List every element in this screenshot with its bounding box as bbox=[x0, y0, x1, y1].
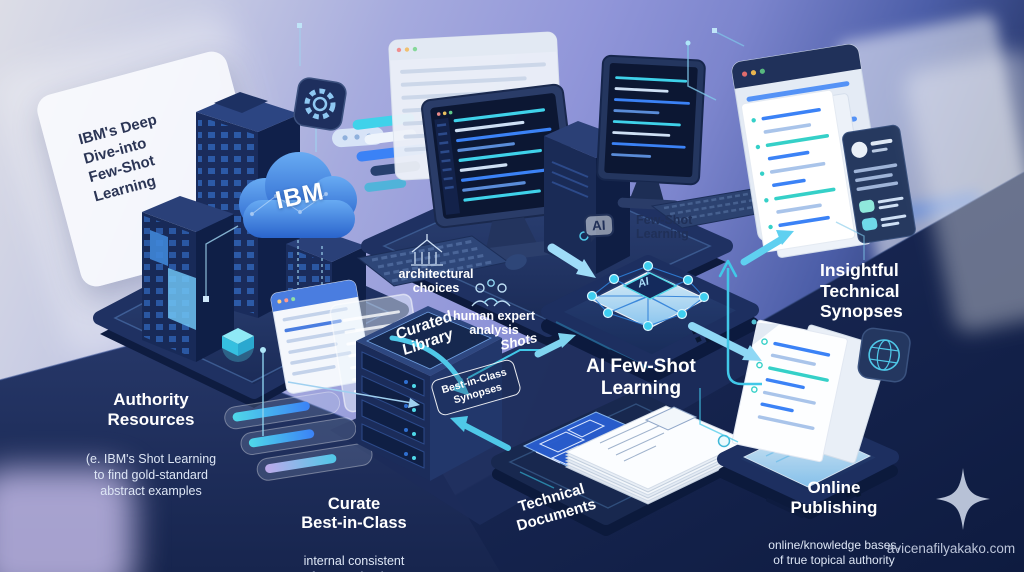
globe-icon bbox=[868, 339, 900, 371]
globe-badge bbox=[857, 327, 911, 383]
people-icon bbox=[471, 279, 511, 307]
flying-page-front bbox=[731, 319, 848, 463]
insightful-page-front bbox=[741, 89, 856, 253]
code-lines bbox=[453, 108, 552, 202]
page-lines bbox=[751, 338, 831, 430]
flow-arrows bbox=[260, 28, 865, 489]
card-lines bbox=[282, 307, 356, 376]
document-stack bbox=[564, 405, 750, 505]
code-lines bbox=[611, 76, 690, 158]
curated-library-server bbox=[356, 306, 502, 481]
ibm-cloud bbox=[239, 152, 357, 238]
neural-network-icon bbox=[586, 260, 710, 332]
monitor-main bbox=[421, 83, 578, 265]
architecture-columns-icon bbox=[411, 234, 443, 266]
mouse-main bbox=[505, 254, 527, 270]
gear-badge bbox=[293, 77, 347, 131]
browser-card bbox=[270, 279, 372, 394]
monitor-secondary bbox=[596, 54, 706, 211]
sparkle-icon bbox=[936, 468, 990, 530]
glass-progress-pills bbox=[224, 391, 373, 481]
server-drawers bbox=[361, 351, 425, 469]
page-lines bbox=[751, 107, 836, 230]
gear-icon bbox=[304, 88, 336, 120]
cloud-network-deco bbox=[249, 191, 329, 217]
ai-chip-platform bbox=[541, 255, 759, 383]
